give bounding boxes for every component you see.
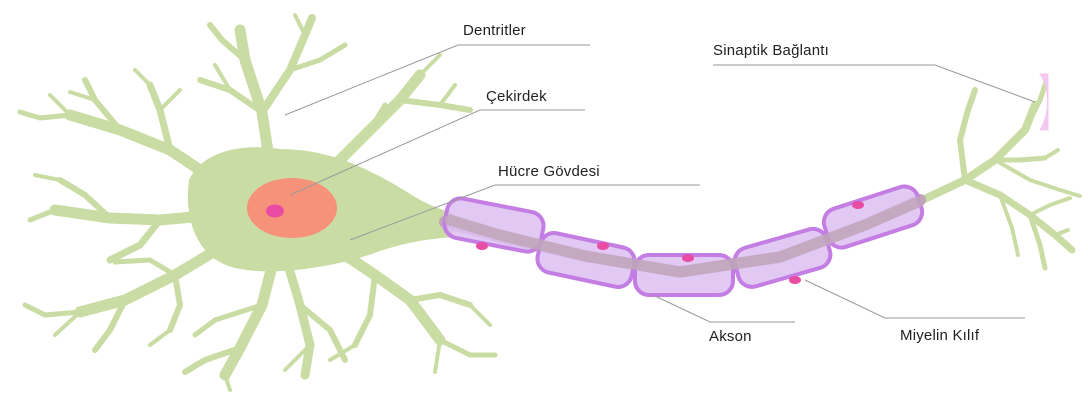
nucleus-label: Çekirdek (486, 88, 547, 105)
axon-leader-line (655, 296, 795, 322)
nucleus (247, 178, 337, 238)
myelin-label: Miyelin Kılıf (900, 327, 979, 344)
cell-body-label: Hücre Gövdesi (498, 163, 600, 180)
dendrites-label: Dentritler (463, 22, 526, 39)
axon-terminals (918, 82, 1080, 268)
axon-label: Akson (709, 328, 752, 345)
myelin-leader-line (805, 280, 1025, 318)
nucleolus (266, 205, 284, 218)
synapse-leader-line (713, 65, 1035, 102)
synapse-label: Sinaptik Bağlantı (713, 42, 829, 59)
